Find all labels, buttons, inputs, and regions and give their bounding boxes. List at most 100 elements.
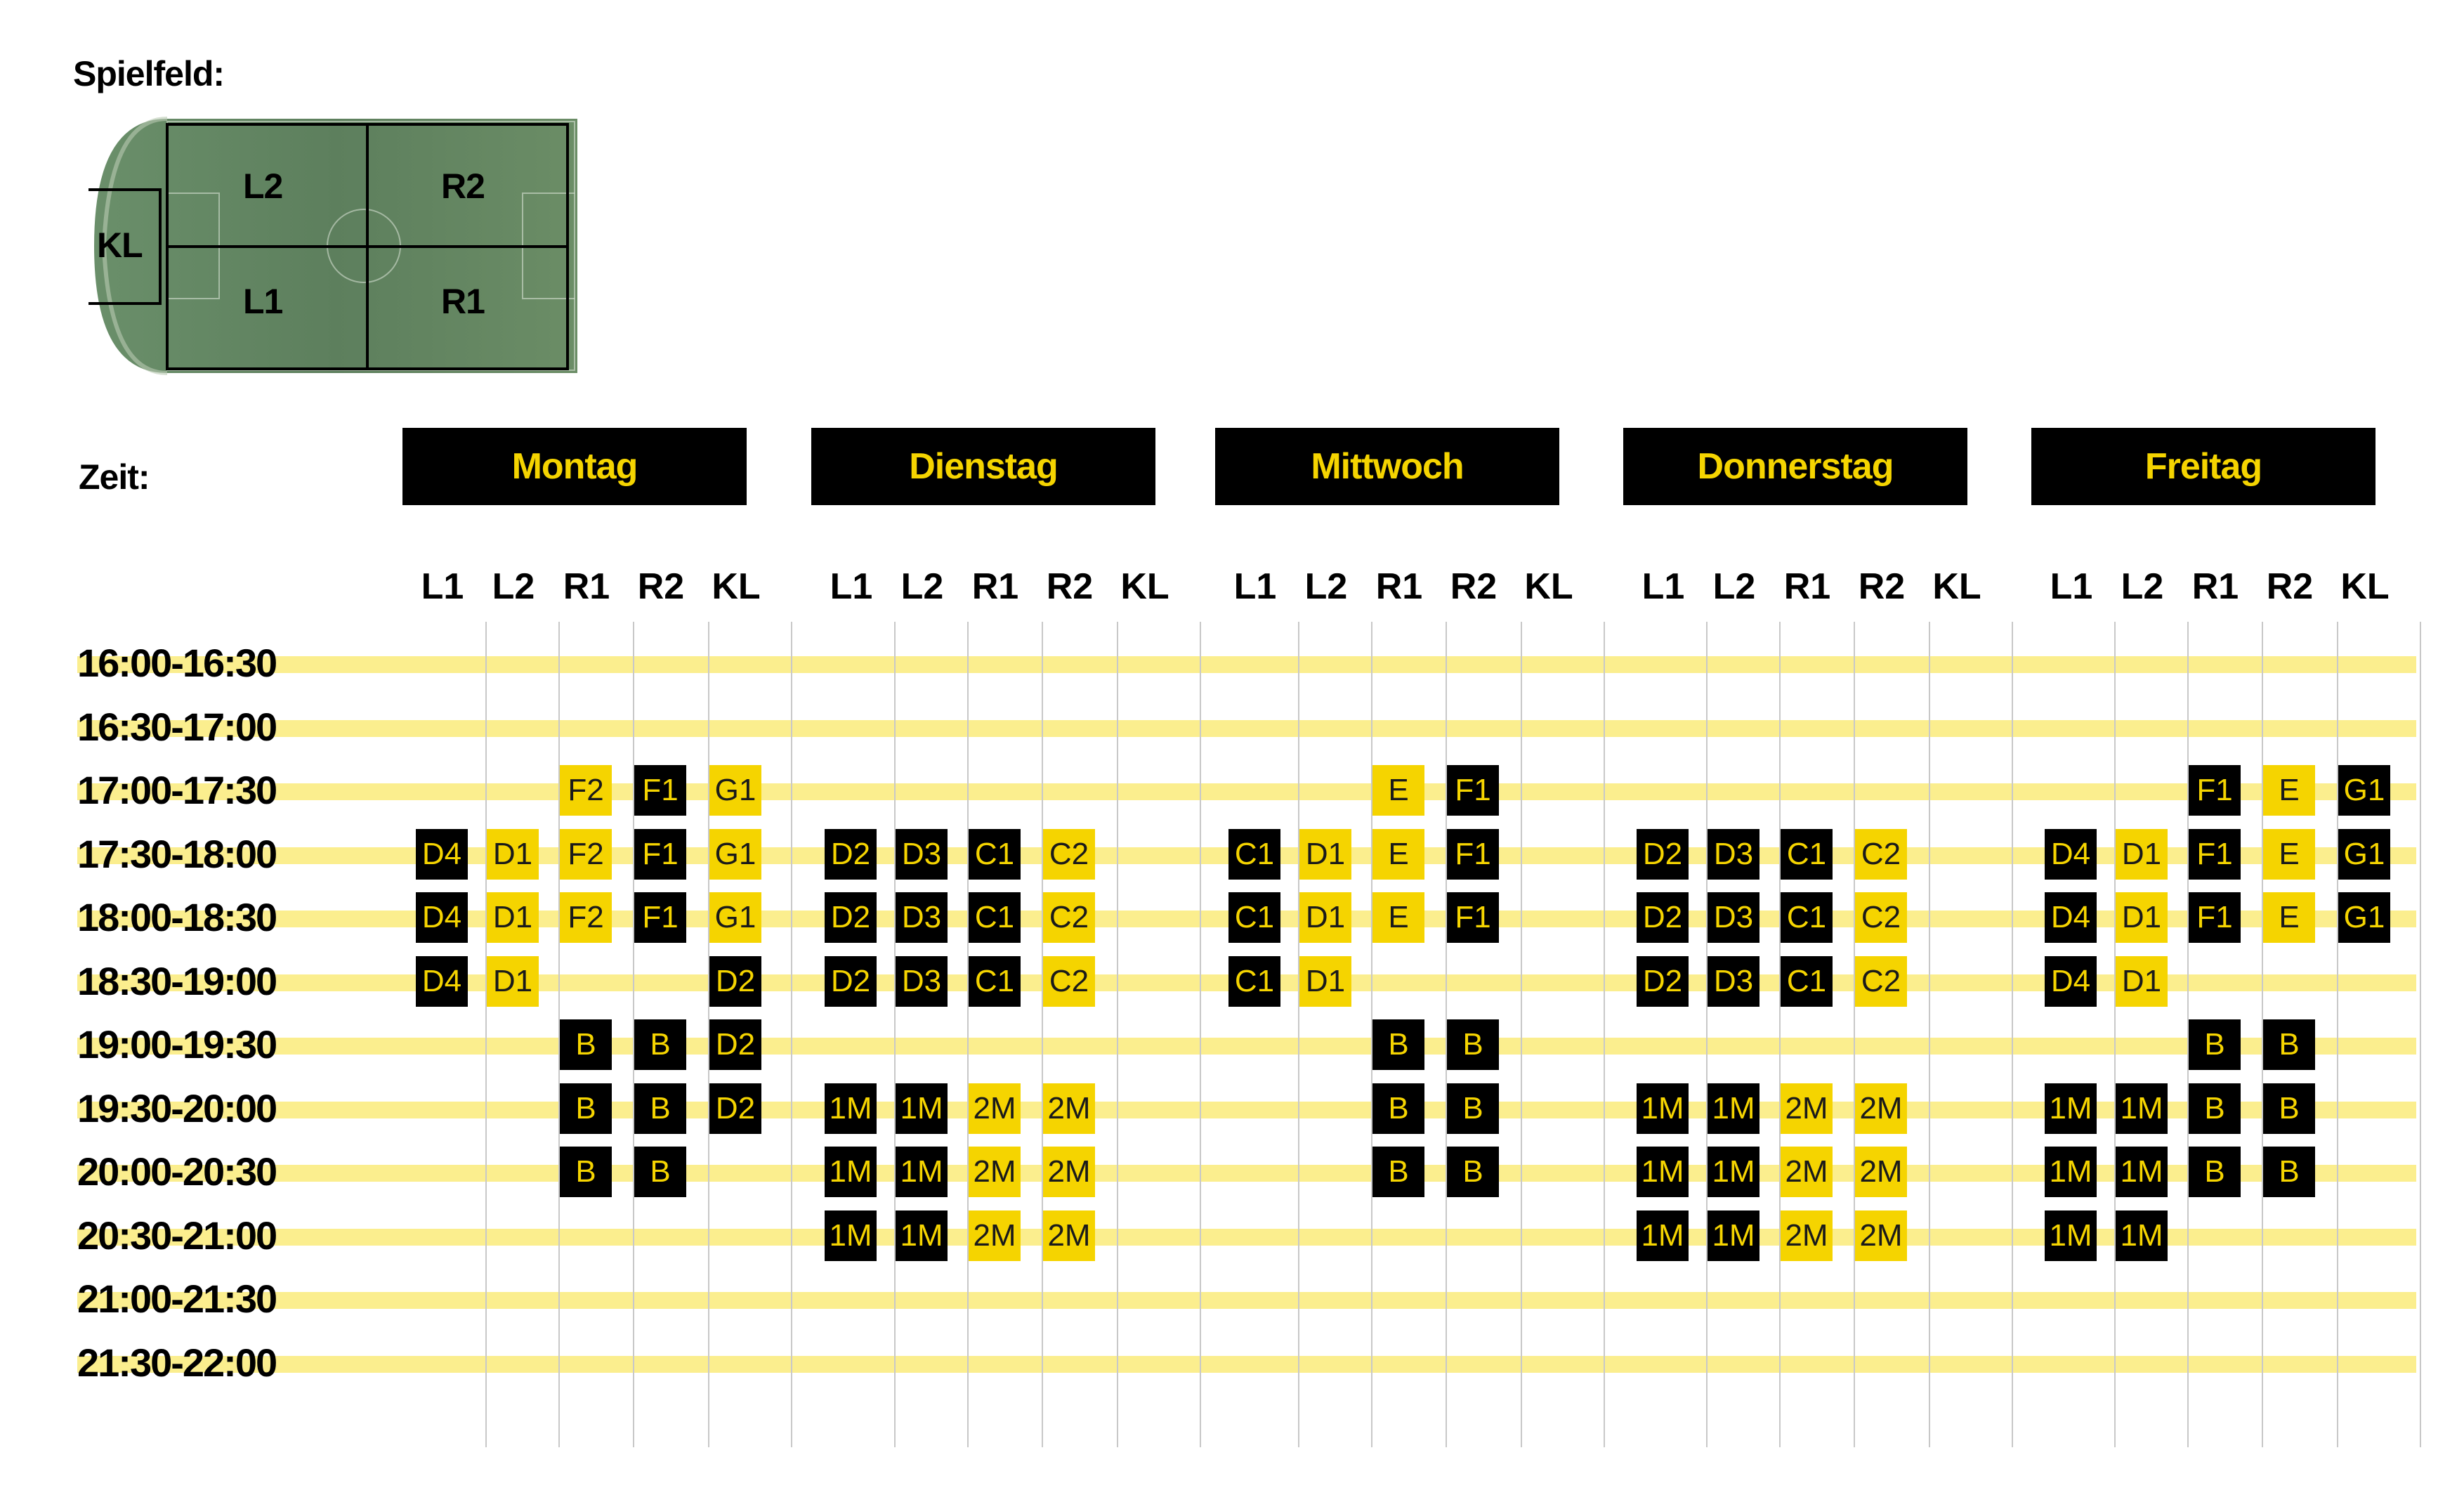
column-label-r1: R1 [1375,566,1423,607]
column-label-l1: L1 [830,566,873,607]
team-slot: 1M [1637,1147,1689,1197]
team-slot: 2M [1043,1147,1095,1197]
team-slot: D1 [1299,955,1351,1007]
team-slot: D3 [1708,955,1759,1007]
team-slot: E [2263,892,2315,943]
team-slot: F1 [634,828,686,880]
column-label-r2: R2 [1046,566,1094,607]
column-label-r2: R2 [2266,566,2314,607]
column-label-l1: L1 [1233,566,1277,607]
team-slot: F2 [560,828,612,880]
team-slot: 2M [969,1147,1021,1197]
team-slot: B [560,1147,612,1197]
column-label-l1: L1 [421,566,464,607]
team-slot: D1 [2116,828,2168,880]
team-slot: 1M [2045,1083,2097,1134]
column-divider [2262,622,2263,1447]
team-slot: 2M [1855,1147,1907,1197]
team-slot: 1M [2116,1147,2168,1197]
column-divider [558,622,560,1447]
zone-label-l1: L1 [243,282,283,321]
time-slot-label: 18:30-19:00 [77,958,277,1003]
team-slot: F1 [2189,765,2241,816]
time-row-stripe [77,1355,2416,1373]
team-slot: F2 [560,765,612,816]
team-slot: D4 [2045,828,2097,880]
team-slot: D1 [487,892,539,943]
column-divider [2337,622,2338,1447]
team-slot: C2 [1043,892,1095,943]
field-map [89,117,577,375]
day-divider [2012,622,2013,1447]
team-slot: D1 [487,828,539,880]
day-divider [1200,622,1201,1447]
day-divider [1604,622,1605,1447]
time-slot-label: 20:30-21:00 [77,1213,277,1258]
team-slot: B [1372,1019,1424,1070]
column-divider [967,622,969,1447]
day-header-dienstag: Dienstag [811,428,1155,505]
time-slot-label: 17:00-17:30 [77,768,277,812]
team-slot: D2 [709,1019,761,1070]
team-slot: D4 [416,892,468,943]
team-slot: E [2263,765,2315,816]
team-slot: 1M [1708,1083,1759,1134]
zone-label-r1: R1 [441,282,485,321]
team-slot: B [1447,1147,1499,1197]
team-slot: 1M [896,1147,948,1197]
time-slot-label: 18:00-18:30 [77,895,277,939]
team-slot: C1 [969,828,1021,880]
column-label-kl: KL [1932,566,1981,607]
column-label-l2: L2 [1712,566,1756,607]
team-slot: D2 [825,828,877,880]
team-slot: B [634,1147,686,1197]
time-slot-label: 16:00-16:30 [77,641,277,685]
time-row-stripe [77,1038,2416,1055]
team-slot: C1 [1228,828,1280,880]
column-divider [1779,622,1781,1447]
team-slot: F2 [560,892,612,943]
team-slot: B [1372,1147,1424,1197]
column-divider [2187,622,2189,1447]
team-slot: E [1372,765,1424,816]
team-slot: B [634,1019,686,1070]
team-slot: B [560,1019,612,1070]
time-slot-label: 16:30-17:00 [77,704,277,749]
team-slot: C2 [1855,892,1907,943]
time-row-stripe [77,1165,2416,1182]
team-slot: C1 [1781,955,1833,1007]
team-slot: B [2263,1147,2315,1197]
team-slot: 2M [1855,1210,1907,1261]
team-slot: C2 [1043,955,1095,1007]
team-slot: B [1447,1019,1499,1070]
team-slot: D2 [1637,892,1689,943]
column-divider [1706,622,1708,1447]
column-label-r2: R2 [1450,566,1498,607]
zone-kl-box [89,188,162,305]
team-slot: 1M [1708,1147,1759,1197]
team-slot: 2M [1781,1210,1833,1261]
column-label-r1: R1 [563,566,610,607]
column-divider [1042,622,1043,1447]
team-slot: 1M [2045,1147,2097,1197]
team-slot: C1 [969,892,1021,943]
zone-label-r2: R2 [441,167,485,206]
team-slot: D3 [1708,892,1759,943]
zone-label-l2: L2 [243,167,283,206]
team-slot: 2M [1781,1083,1833,1134]
team-slot: D2 [825,892,877,943]
team-slot: 1M [825,1147,877,1197]
column-label-l2: L2 [492,566,535,607]
team-slot: D2 [709,1083,761,1134]
team-slot: F1 [1447,892,1499,943]
team-slot: B [2189,1019,2241,1070]
column-divider [1371,622,1372,1447]
day-header-freitag: Freitag [2031,428,2375,505]
zone-label-kl: KL [97,226,143,265]
team-slot: 1M [1637,1083,1689,1134]
team-slot: 1M [896,1083,948,1134]
team-slot: 2M [1043,1210,1095,1261]
team-slot: B [2189,1083,2241,1134]
team-slot: 1M [2116,1210,2168,1261]
time-row-stripe [77,1292,2416,1309]
